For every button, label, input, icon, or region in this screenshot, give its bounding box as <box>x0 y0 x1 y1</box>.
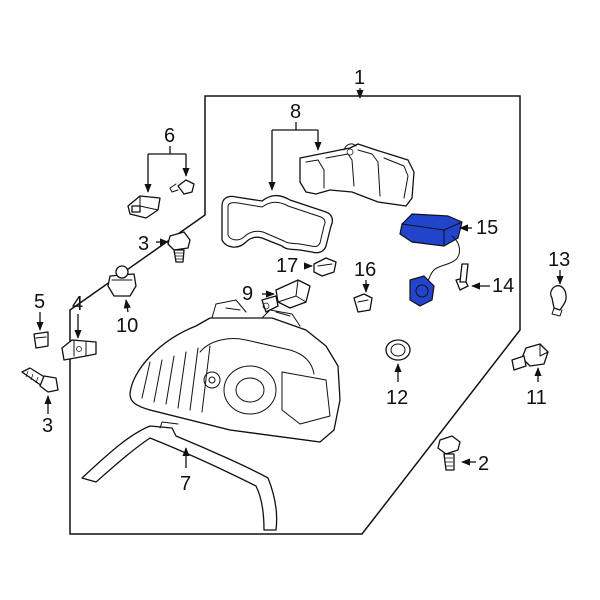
part-17-clip[interactable] <box>313 257 337 277</box>
callout-13: 13 <box>548 249 570 271</box>
callout-3-upper: 3 <box>138 233 149 255</box>
callout-labels: 1 8 6 3 10 5 4 3 17 16 9 15 14 13 12 11 … <box>34 67 570 495</box>
callout-12: 12 <box>386 387 408 409</box>
part-7-bracket[interactable] <box>81 421 278 531</box>
callout-4: 4 <box>72 293 83 315</box>
part-8-gasket-and-cover[interactable] <box>221 194 333 254</box>
part-3-bolt-upper[interactable] <box>167 231 191 263</box>
ballast-harness <box>423 235 460 285</box>
part-12-seal-ring[interactable] <box>385 339 411 361</box>
callout-11: 11 <box>526 387 547 409</box>
callout-9: 9 <box>242 283 253 305</box>
ballast-connector[interactable] <box>409 275 435 307</box>
callout-17: 17 <box>276 255 298 277</box>
callout-6: 6 <box>164 125 175 147</box>
part-8-cover[interactable] <box>299 143 415 207</box>
part-5-clip[interactable] <box>33 331 49 349</box>
leader-lines <box>36 88 564 468</box>
callout-2: 2 <box>478 453 489 475</box>
part-6-bolt[interactable] <box>169 179 195 195</box>
part-14-screw[interactable] <box>455 263 469 291</box>
assembly-boundary <box>69 95 521 535</box>
part-9-leveling-motor[interactable] <box>261 279 311 313</box>
part-4-bracket[interactable] <box>61 339 97 361</box>
callout-10: 10 <box>116 315 138 337</box>
callout-8: 8 <box>290 101 301 123</box>
callout-7: 7 <box>180 473 191 495</box>
part-3-bolt-lower[interactable] <box>21 367 59 393</box>
callout-16: 16 <box>354 259 376 281</box>
callout-3-lower: 3 <box>42 415 53 437</box>
callout-14: 14 <box>492 275 514 297</box>
part-11-bulb[interactable] <box>511 343 549 371</box>
part-2-bolt[interactable] <box>437 435 461 471</box>
ballast-body[interactable] <box>399 213 463 247</box>
headlamp-assembly[interactable] <box>129 299 341 443</box>
part-6-clip[interactable] <box>127 195 161 219</box>
callout-5: 5 <box>34 291 45 313</box>
part-13-bulb[interactable] <box>550 285 567 317</box>
callout-1: 1 <box>354 67 365 89</box>
callout-15: 15 <box>476 217 498 239</box>
part-15-ballast[interactable] <box>399 213 463 307</box>
part-16-nut[interactable] <box>353 293 373 313</box>
part-10-socket[interactable] <box>107 265 137 297</box>
